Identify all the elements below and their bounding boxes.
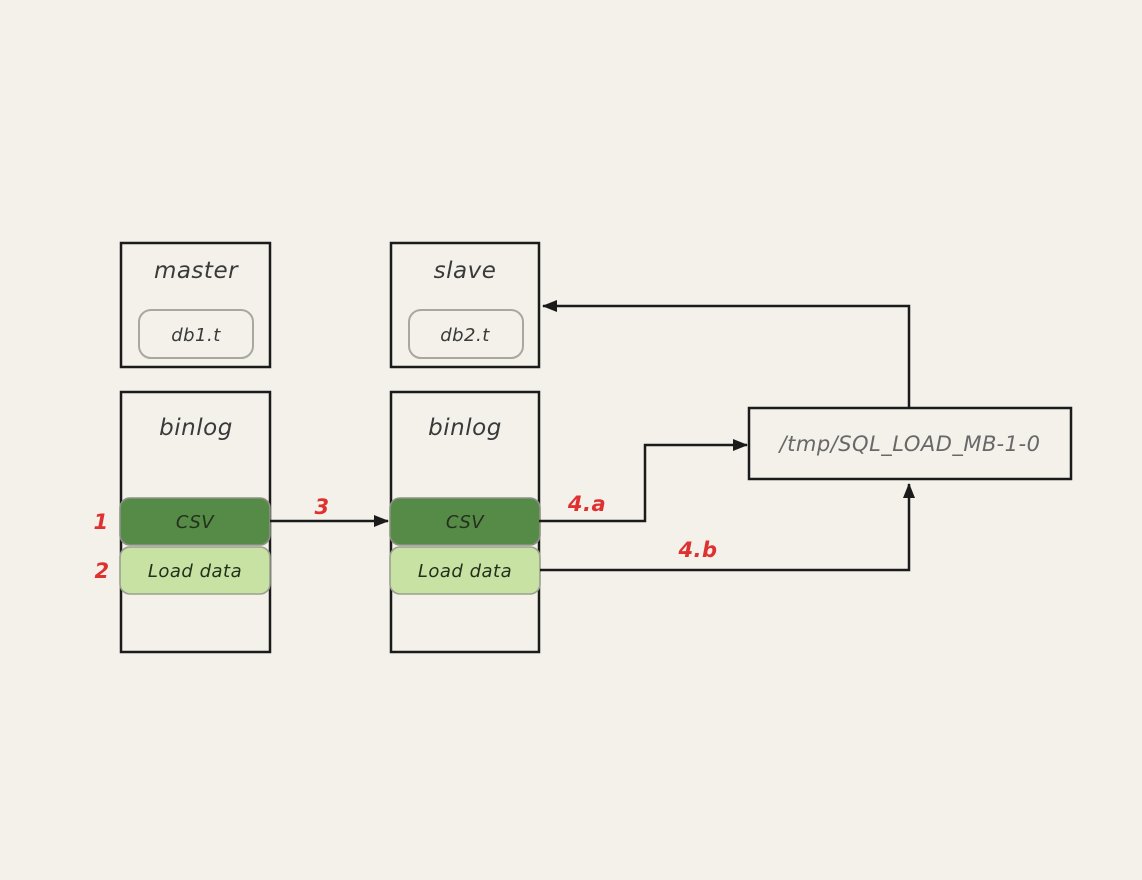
- slave-node: slave db2.t: [389, 241, 541, 369]
- step4a-annotation: 4.a: [567, 492, 606, 516]
- arrow-step4b-slave-load-to-tmp: [540, 483, 915, 572]
- slave-binlog-label: binlog: [428, 415, 502, 441]
- master-table-box: [138, 309, 254, 359]
- master-table-label: db1.t: [171, 325, 221, 346]
- slave-binlog-node: binlog CSV Load data: [389, 390, 541, 654]
- master-csv-label: CSV: [176, 512, 215, 533]
- slave-table-box: [408, 309, 524, 359]
- master-load-label: Load data: [148, 561, 242, 582]
- tmp-file-label: /tmp/SQL_LOAD_MB-1-0: [778, 432, 1041, 457]
- arrow-tmp-to-slave: [542, 300, 911, 408]
- slave-table-label: db2.t: [440, 325, 490, 346]
- master-load-block: [119, 546, 271, 595]
- arrow-step4a-slave-csv-to-tmp: [539, 439, 748, 523]
- master-label: master: [154, 258, 239, 284]
- tmp-file-node: /tmp/SQL_LOAD_MB-1-0: [747, 406, 1073, 481]
- master-binlog-node: binlog CSV Load data: [119, 390, 272, 654]
- step1-annotation: 1: [93, 510, 108, 534]
- tmp-file-box: [747, 406, 1073, 481]
- step4b-annotation: 4.b: [677, 538, 717, 562]
- step2-annotation: 2: [94, 559, 109, 583]
- master-node: master db1.t: [119, 241, 272, 369]
- slave-label: slave: [434, 258, 497, 284]
- slave-csv-label: CSV: [446, 512, 485, 533]
- step3-annotation: 3: [314, 495, 329, 519]
- slave-load-label: Load data: [418, 561, 512, 582]
- master-binlog-label: binlog: [159, 415, 233, 441]
